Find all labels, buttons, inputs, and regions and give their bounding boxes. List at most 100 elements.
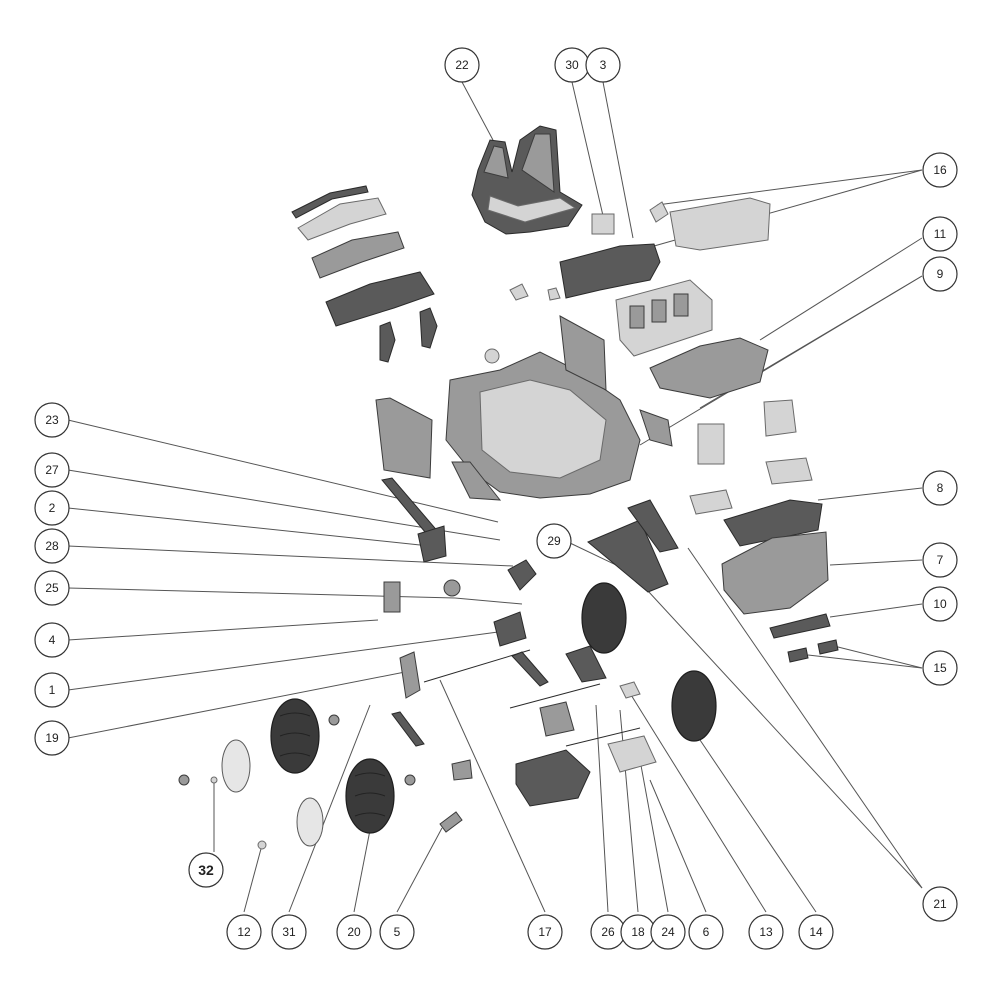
svg-text:5: 5 xyxy=(394,925,401,939)
leader-6 xyxy=(649,779,707,913)
svg-text:22: 22 xyxy=(455,58,469,72)
callout-3: 3 xyxy=(585,47,621,83)
seat-part xyxy=(471,125,583,235)
callout-5: 5 xyxy=(379,914,415,950)
callout-6: 6 xyxy=(688,914,724,950)
car-body-part xyxy=(375,315,673,501)
svg-text:17: 17 xyxy=(538,925,552,939)
callout-11: 11 xyxy=(922,216,958,252)
callout-16: 16 xyxy=(922,152,958,188)
rear-tire-right xyxy=(581,582,627,654)
callout-22: 22 xyxy=(444,47,480,83)
leader-16a xyxy=(656,169,923,206)
svg-text:25: 25 xyxy=(45,581,59,595)
svg-text:30: 30 xyxy=(565,58,579,72)
callout-31: 31 xyxy=(271,914,307,950)
leader-8 xyxy=(817,487,923,501)
svg-text:10: 10 xyxy=(933,597,947,611)
svg-text:12: 12 xyxy=(237,925,251,939)
gearbox-25 xyxy=(383,581,401,613)
motor-19 xyxy=(399,651,421,699)
svg-text:31: 31 xyxy=(282,925,296,939)
leader-10 xyxy=(829,603,923,618)
drivetrain-parts xyxy=(381,477,679,833)
svg-text:28: 28 xyxy=(45,539,59,553)
callout-10: 10 xyxy=(922,586,958,622)
rim-left-front xyxy=(296,797,324,847)
leader-23 xyxy=(67,419,499,523)
leader-17 xyxy=(439,679,546,913)
leader-28 xyxy=(67,545,514,567)
callout-29: 29 xyxy=(536,523,572,559)
bumper-parts xyxy=(689,399,839,663)
svg-text:23: 23 xyxy=(45,413,59,427)
svg-text:29: 29 xyxy=(547,534,561,548)
leader-26 xyxy=(595,704,609,913)
leader-1 xyxy=(67,631,499,691)
bumper-bracket-8 xyxy=(723,499,823,547)
svg-text:13: 13 xyxy=(759,925,773,939)
leader-11 xyxy=(759,237,923,341)
rim-left-rear xyxy=(221,739,251,793)
front-tire-left xyxy=(345,758,395,834)
callout-20: 20 xyxy=(336,914,372,950)
svg-text:6: 6 xyxy=(703,925,710,939)
callout-1: 1 xyxy=(34,672,70,708)
rear-tire-left xyxy=(270,698,320,774)
callout-2: 2 xyxy=(34,490,70,526)
leader-13 xyxy=(627,689,767,913)
svg-text:3: 3 xyxy=(600,58,607,72)
callout-25: 25 xyxy=(34,570,70,606)
callout-30: 30 xyxy=(554,47,590,83)
callout-15: 15 xyxy=(922,650,958,686)
callout-4: 4 xyxy=(34,622,70,658)
callout-13: 13 xyxy=(748,914,784,950)
callout-27: 27 xyxy=(34,452,70,488)
leader-7 xyxy=(829,559,923,566)
callout-21: 21 xyxy=(922,886,958,922)
svg-text:11: 11 xyxy=(934,227,947,241)
leader-19 xyxy=(67,671,406,739)
leader-15a xyxy=(833,645,923,669)
callout-7: 7 xyxy=(922,542,958,578)
svg-text:7: 7 xyxy=(937,553,944,567)
callout-28: 28 xyxy=(34,528,70,564)
leader-25b xyxy=(454,597,523,605)
svg-text:1: 1 xyxy=(49,683,56,697)
leader-4 xyxy=(67,619,379,641)
pedal-bracket-24 xyxy=(607,735,657,773)
svg-text:2: 2 xyxy=(49,501,56,515)
leader-15b xyxy=(807,654,923,669)
svg-text:26: 26 xyxy=(601,925,615,939)
dashboard-part xyxy=(509,201,669,301)
svg-text:8: 8 xyxy=(937,481,944,495)
parts xyxy=(178,125,839,850)
callout-24: 24 xyxy=(650,914,686,950)
svg-text:27: 27 xyxy=(45,463,59,477)
leader-20 xyxy=(353,829,371,913)
front-tire-right xyxy=(671,670,717,742)
callout-8: 8 xyxy=(922,470,958,506)
callout-14: 14 xyxy=(798,914,834,950)
leader-9b xyxy=(639,275,923,446)
svg-text:20: 20 xyxy=(347,925,361,939)
callout-17: 17 xyxy=(527,914,563,950)
leader-24 xyxy=(639,759,669,913)
dash-parts-stack xyxy=(291,185,438,363)
callout-26: 26 xyxy=(590,914,626,950)
svg-text:14: 14 xyxy=(809,925,823,939)
leader-30 xyxy=(571,81,605,221)
leader-12 xyxy=(243,844,263,913)
motor-1 xyxy=(493,611,527,647)
leader-5 xyxy=(396,827,443,913)
callout-9: 9 xyxy=(922,256,958,292)
windshield-part xyxy=(669,197,771,251)
callouts: 22 30 3 16 11 9 23 27 2 28 29 25 4 1 19 … xyxy=(34,47,958,950)
callout-19: 19 xyxy=(34,720,70,756)
battery-box xyxy=(697,423,725,465)
leader-31 xyxy=(288,704,371,913)
wheel-parts xyxy=(178,582,717,850)
svg-text:16: 16 xyxy=(933,163,947,177)
leader-22 xyxy=(461,81,494,141)
